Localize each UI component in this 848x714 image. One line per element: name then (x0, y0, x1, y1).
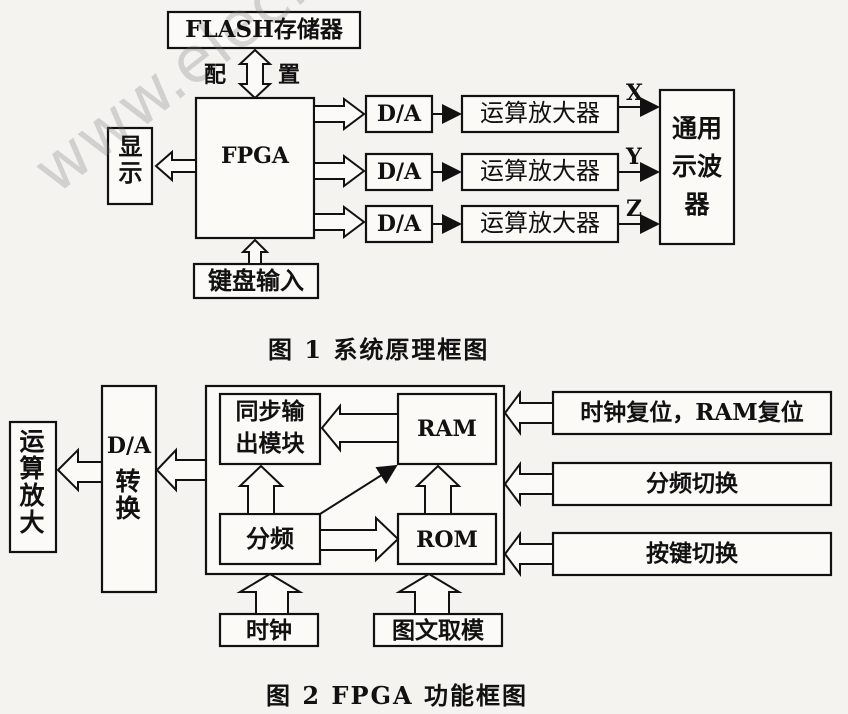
key-switch-arrow (503, 531, 554, 577)
display-box (106, 126, 154, 206)
opamp2-box (8, 420, 58, 554)
sync-output-label-2: 出模块 (235, 430, 305, 457)
ram-label: RAM (417, 416, 477, 442)
divider-to-sync-arrow (237, 464, 285, 515)
channel-x-label: X (626, 80, 644, 106)
channel-row-x (313, 94, 660, 134)
channel-row-z (313, 204, 660, 244)
key-switch-box (551, 531, 833, 577)
opamp-label-z: 运算放大器 (480, 209, 600, 237)
opamp2-label: 运算放大 (16, 428, 45, 536)
clock-arrow (236, 572, 304, 615)
image-font-box (372, 612, 504, 648)
rom-box (396, 512, 498, 566)
figure2-caption: 图 2 FPGA 功能框图 (266, 681, 528, 710)
da-label-z: D/A (376, 211, 422, 237)
opamp-label-x: 运算放大器 (480, 99, 600, 127)
divider-switch-arrow (503, 461, 554, 507)
clock-label: 时钟 (246, 617, 292, 644)
image-font-label: 图文取模 (392, 617, 484, 644)
sync-output-box (218, 392, 322, 466)
config-double-arrow (237, 48, 273, 100)
oscilloscope-box (658, 88, 736, 246)
display-label: 显示 (114, 134, 143, 186)
ram-to-sync-arrow (320, 403, 399, 453)
flash-label: FLASH存储器 (185, 16, 343, 43)
da-convert-box (100, 384, 158, 594)
ram-box (396, 392, 498, 466)
key-switch-label: 按键切换 (646, 540, 738, 567)
channel-z-label: Z (626, 196, 643, 222)
divider-switch-label: 分频切换 (646, 470, 738, 497)
channel-y-label: Y (626, 144, 642, 170)
channel-row-y (313, 152, 660, 192)
reset-label: 时钟复位，RAM复位 (580, 399, 804, 426)
rom-label: ROM (416, 527, 478, 553)
reset-arrow (503, 390, 554, 436)
keyboard-label: 键盘输入 (208, 266, 304, 295)
flash-box (166, 10, 362, 50)
fpga-label: FPGA (220, 143, 290, 169)
reset-box (551, 390, 833, 436)
da-convert-label-bottom: 转换 (112, 468, 141, 522)
divider-to-ram-arrow (319, 464, 398, 515)
fpga-to-da-arrow (155, 447, 207, 493)
oscilloscope-label: 通用示波器 (671, 114, 722, 219)
image-font-arrow (395, 572, 463, 615)
figure1-caption: 图 1 系统原理框图 (268, 335, 490, 364)
keyboard-arrow (240, 238, 270, 265)
divider-switch-box (551, 461, 833, 507)
divider-to-rom-arrow (319, 515, 400, 563)
divider-label: 分频 (246, 524, 294, 553)
display-arrow (154, 149, 197, 183)
sync-output-label-1: 同步输 (235, 398, 305, 425)
config-label-left: 配 (204, 62, 227, 88)
da-label-y: D/A (376, 159, 422, 185)
da-label-x: D/A (376, 101, 422, 127)
rom-to-ram-arrow (414, 464, 462, 515)
da-convert-label-top: D/A (106, 433, 152, 459)
config-label-right: 置 (278, 62, 301, 88)
da-to-opamp-arrow (56, 447, 103, 493)
opamp-label-y: 运算放大器 (480, 157, 600, 185)
